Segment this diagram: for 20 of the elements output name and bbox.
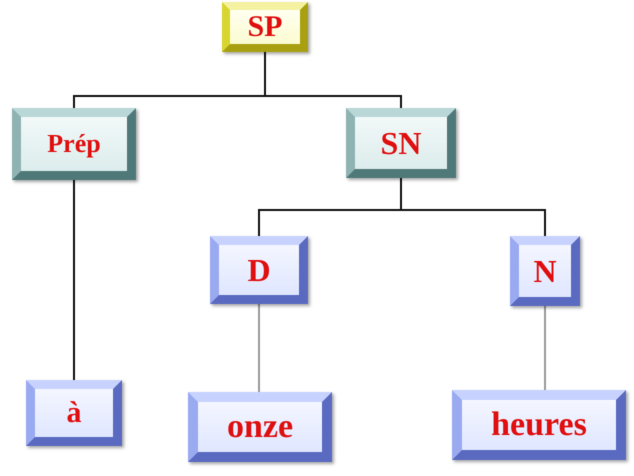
node-label: heures xyxy=(491,406,587,444)
node-label: SN xyxy=(380,124,422,162)
tree-node-box xyxy=(26,380,122,446)
tree-node-box xyxy=(188,392,332,462)
connector-line xyxy=(258,304,260,392)
tree-node-box xyxy=(12,108,136,180)
connector-line xyxy=(400,178,546,236)
node-label: N xyxy=(533,252,557,290)
connector-line xyxy=(544,306,546,390)
tree-node-box xyxy=(222,2,308,52)
node-label: à xyxy=(66,396,82,430)
tree-node-box xyxy=(452,390,626,460)
connector-line xyxy=(73,180,75,380)
node-label: Prép xyxy=(47,129,101,159)
node-label: SP xyxy=(247,10,282,44)
tree-node-box xyxy=(346,108,456,178)
tree-node-box xyxy=(510,236,580,306)
node-label: onze xyxy=(226,408,294,446)
tree-node-box xyxy=(210,236,308,304)
node-label: D xyxy=(247,252,271,288)
